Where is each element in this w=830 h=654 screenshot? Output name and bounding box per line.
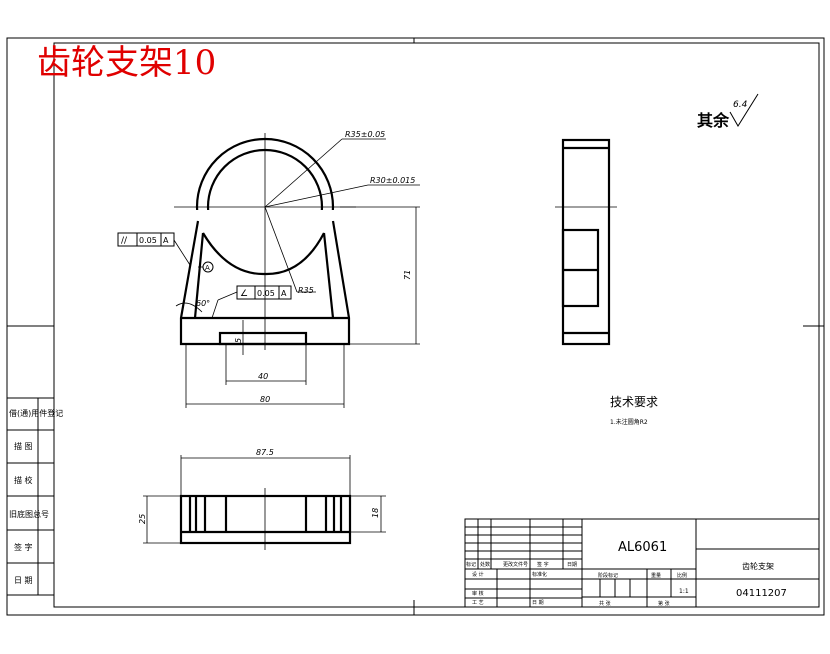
- tb-weight: 重量: [651, 572, 661, 579]
- dim-angle: 60°: [196, 299, 210, 308]
- dim-height: 71: [403, 270, 412, 280]
- angularity-value: 0.05: [257, 289, 275, 298]
- tb-drawing-no: 04111207: [736, 588, 787, 599]
- roughness-label: 其余: [697, 111, 730, 130]
- side-label-trace: 描 图: [14, 441, 33, 451]
- dim-side-h2: 18: [371, 508, 380, 518]
- tb-label-mark: 标记: [466, 561, 476, 568]
- dim-r-inner: R30±0.015: [370, 176, 415, 185]
- dim-r-outer: R35±0.05: [345, 130, 385, 139]
- angularity-symbol: ∠: [240, 289, 248, 299]
- tb-stage-mark: 阶段标记: [598, 572, 618, 579]
- roughness-symbol: [729, 93, 759, 127]
- side-registration-table: 借(通)用件登记 描 图 描 校 旧底图总号 签 字 日 期: [6, 397, 63, 596]
- tb-label-process: 工 艺: [472, 600, 484, 606]
- tolerance-frame-angularity: ∠ 0.05 A: [211, 285, 292, 319]
- dim-top-width: 87.5: [256, 448, 274, 457]
- tb-scale-label: 比例: [677, 572, 687, 579]
- parallel-symbol: //: [121, 236, 128, 246]
- watermark-title: 齿轮支架10: [37, 43, 216, 83]
- tb-label-day: 日 期: [532, 600, 544, 606]
- top-view: 87.5 25 18: [138, 448, 386, 550]
- parallel-datum: A: [163, 236, 169, 245]
- dim-r-small: R35: [298, 286, 314, 295]
- side-label-sign: 签 字: [14, 542, 33, 552]
- tb-label-design: 设 计: [472, 571, 484, 578]
- datum-marker-label: A: [205, 264, 210, 272]
- tb-part-name: 齿轮支架: [742, 561, 774, 571]
- technical-requirements: 技术要求 1.未注圆角R2: [610, 395, 658, 426]
- side-label-old-no: 旧底图总号: [9, 509, 49, 519]
- tb-material: AL6061: [618, 540, 667, 555]
- bottom-slot: [218, 331, 308, 346]
- tb-label-count: 处数: [480, 561, 490, 568]
- dim-slot-depth: 5: [234, 338, 243, 343]
- roughness-note: 其余 6.4: [697, 93, 759, 130]
- side-label-reg: 借(通)用件登记: [9, 408, 63, 418]
- tb-sheet-no: 第 张: [658, 600, 670, 607]
- front-view: R35±0.05 R30±0.015 R35 71 5 40 80 60°: [117, 130, 420, 408]
- tech-req-line1: 1.未注圆角R2: [610, 418, 648, 426]
- side-label-date: 日 期: [14, 576, 33, 585]
- dim-side-h1: 25: [138, 514, 147, 524]
- title-block: 标记 处数 更改文件号 签 字 日期 设 计 标准化 审 核 工 艺 日 期 A…: [464, 518, 820, 608]
- side-label-check: 描 校: [14, 475, 33, 485]
- side-view: [555, 138, 617, 346]
- top-view-outline: [179, 494, 352, 545]
- angularity-datum: A: [281, 289, 287, 298]
- parallel-value: 0.05: [139, 236, 157, 245]
- side-view-outline: [561, 138, 611, 346]
- dim-base-width: 80: [260, 395, 270, 404]
- tb-label-date: 日期: [567, 562, 577, 568]
- tb-sheets-total: 共 张: [599, 600, 611, 607]
- roughness-value: 6.4: [733, 100, 748, 110]
- tolerance-frame-parallel: // 0.05 A: [117, 232, 191, 266]
- tech-req-title: 技术要求: [610, 395, 658, 409]
- tb-label-sign: 签 字: [537, 561, 549, 568]
- tb-label-review: 审 核: [472, 590, 484, 597]
- inner-frame: [53, 42, 820, 608]
- tb-label-standard: 标准化: [532, 571, 547, 578]
- dim-slot-width: 40: [258, 372, 268, 381]
- tb-scale-value: 1:1: [679, 588, 689, 595]
- tb-label-change-doc: 更改文件号: [503, 561, 528, 568]
